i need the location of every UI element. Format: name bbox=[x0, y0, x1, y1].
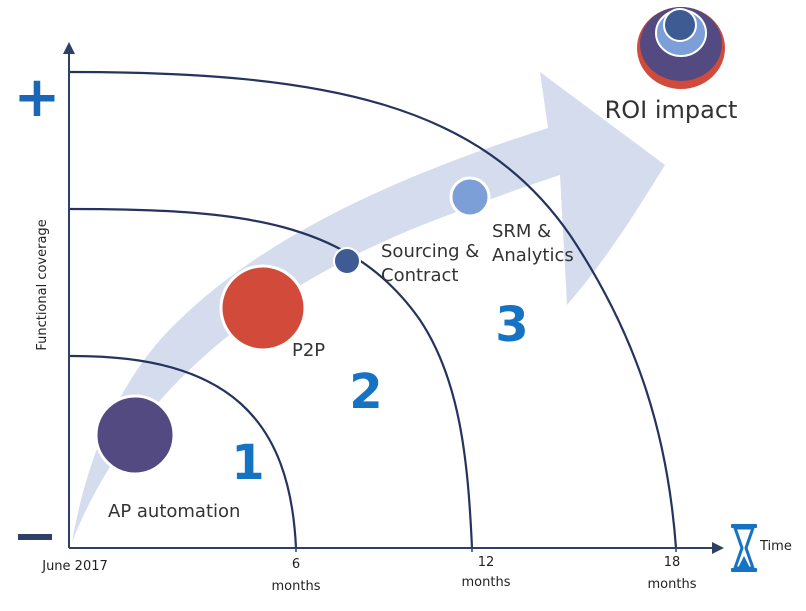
x-axis-arrowhead bbox=[712, 542, 724, 554]
phase-3-boundary-curve bbox=[69, 70, 678, 549]
roi-impact-label: ROI impact bbox=[605, 96, 738, 124]
sourcing-contract-label-line1: Sourcing & bbox=[381, 241, 479, 262]
sourcing-contract-circle bbox=[333, 247, 361, 275]
roi-impact-target-icon bbox=[637, 7, 725, 89]
x-axis-label: Time bbox=[759, 539, 792, 554]
y-axis-label: Functional coverage bbox=[35, 219, 50, 350]
x-tick-label-12: 12 bbox=[478, 555, 495, 570]
progress-arrow bbox=[72, 72, 665, 542]
srm-analytics-label-line1: SRM & bbox=[492, 221, 551, 242]
x-tick-label-6: 6 bbox=[292, 557, 300, 572]
phase-1-boundary-curve bbox=[69, 354, 298, 549]
sourcing-contract-label-line2: Contract bbox=[381, 265, 458, 286]
ap-automation-circle bbox=[94, 394, 176, 476]
p2p-circle bbox=[219, 264, 307, 352]
srm-analytics-label-line2: Analytics bbox=[492, 245, 574, 266]
x-tick-label-6-unit: months bbox=[272, 579, 321, 594]
srm-analytics-circle bbox=[449, 176, 491, 218]
x-tick-label-start: June 2017 bbox=[41, 559, 108, 574]
x-tick-label-18-unit: months bbox=[648, 577, 697, 592]
phase-2-boundary-curve bbox=[69, 207, 474, 549]
stage-number-1: 1 bbox=[231, 435, 264, 491]
axes bbox=[63, 42, 724, 554]
plus-symbol: + bbox=[14, 65, 61, 130]
x-tick-label-12-unit: months bbox=[462, 575, 511, 590]
ap-automation-label: AP automation bbox=[108, 501, 240, 522]
hourglass-icon bbox=[731, 524, 757, 572]
minus-symbol bbox=[18, 534, 52, 540]
p2p-label: P2P bbox=[292, 340, 325, 361]
stage-number-2: 2 bbox=[349, 364, 382, 420]
x-tick-label-18: 18 bbox=[664, 555, 681, 570]
y-axis-arrowhead bbox=[63, 42, 75, 54]
stage-number-3: 3 bbox=[495, 297, 528, 353]
